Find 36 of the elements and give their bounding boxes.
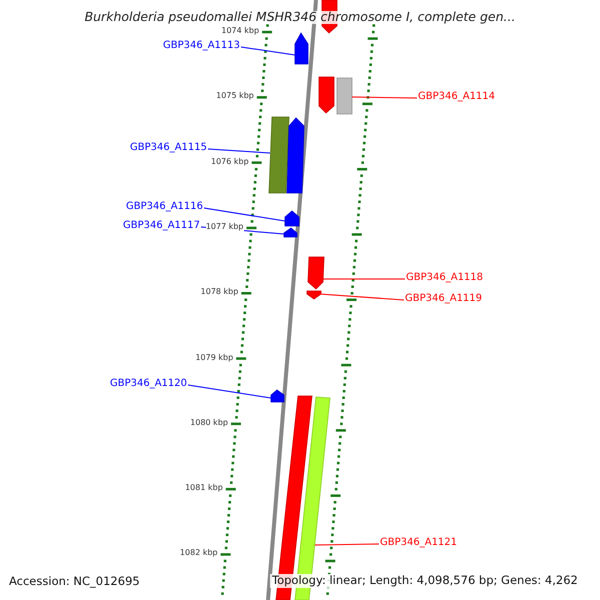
accession-text: Accession: NC_012695 (9, 576, 140, 588)
gene-label: GBP346_A1116 (126, 202, 203, 212)
leader-line (208, 148, 270, 154)
tick-label: 1081 kbp (185, 484, 223, 492)
gene-feature (284, 210, 300, 226)
gene-label: GBP346_A1119 (405, 294, 482, 304)
gene-feature (270, 390, 284, 402)
tick-label: 1078 kbp (200, 288, 238, 296)
gene-feature (284, 228, 298, 238)
tick-label: 1077 kbp (206, 222, 244, 231)
gene-label: GBP346_A1121 (380, 538, 458, 548)
leader-line (314, 544, 380, 546)
gene-feature (286, 117, 304, 194)
gene-label: GBP346_A1117 (122, 221, 200, 231)
tick-label: 1076 kbp (211, 158, 249, 166)
tick-label: 1075 kbp (216, 92, 254, 100)
tick-label: 1080 kbp (190, 418, 228, 427)
gene-feature (268, 116, 290, 194)
gene-label: GBP346_A1118 (406, 273, 484, 283)
tick-label: 1079 kbp (195, 354, 234, 362)
leader-line (240, 46, 296, 56)
leader-line (204, 208, 286, 222)
leader-line (188, 384, 272, 398)
tick-label: 1074 kbp (221, 27, 260, 35)
leader-line (352, 96, 418, 98)
gene-label: GBP346_A1120 (110, 379, 187, 389)
gene-label: GBP346_A1113 (162, 41, 240, 51)
gene-feature (294, 32, 308, 64)
gene-feature (318, 76, 334, 114)
leader-line (319, 294, 404, 300)
gene-label: GBP346_A1115 (130, 143, 207, 153)
tick-label: 1082 kbp (180, 549, 218, 558)
gene-label: GBP346_A1114 (418, 92, 496, 102)
sequence-summary: Topology: linear; Length: 4,098,576 bp; Genes: 4,262 (270, 574, 580, 588)
gene-feature (336, 78, 352, 114)
leader-line (323, 278, 406, 280)
